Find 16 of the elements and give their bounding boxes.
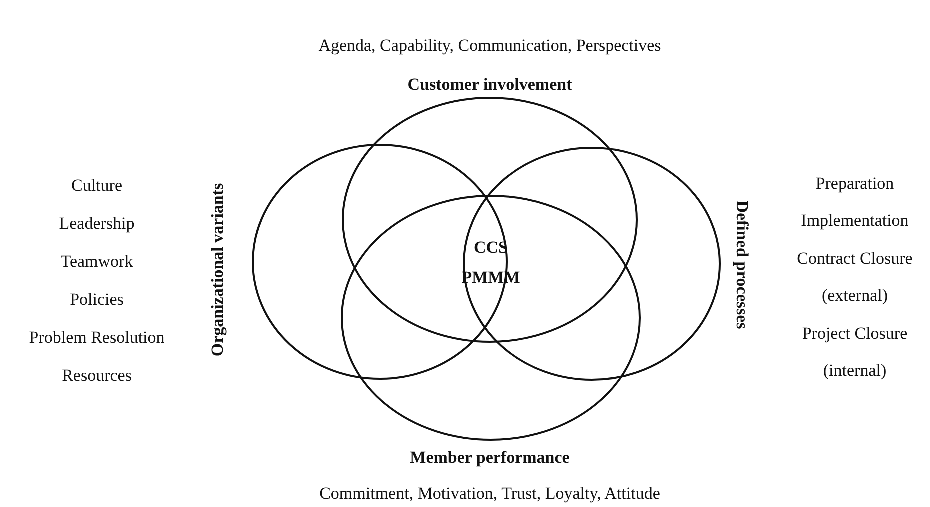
factor-text: Culture: [70, 174, 124, 196]
factor-text: Problem Resolution: [28, 326, 166, 348]
category-heading: Customer involvement: [408, 75, 572, 95]
factor-text: Resources: [61, 364, 133, 386]
factor-text: Implementation: [800, 210, 910, 232]
factor-text: Preparation: [814, 172, 896, 195]
factor-text: Leadership: [58, 212, 136, 235]
factor-text: Commitment, Motivation, Trust, Loyalty, Attitude: [318, 482, 662, 505]
factor-text: Agenda, Capability, Communication, Perspectives: [318, 34, 662, 57]
category-heading: Member performance: [410, 448, 570, 468]
category-heading: Defined processes: [732, 200, 752, 330]
factor-text: Project Closure (internal): [801, 322, 909, 382]
factor-text: Policies: [69, 288, 125, 310]
factor-text: Contract Closure (external): [796, 248, 914, 306]
factor-text: Teamwork: [60, 250, 134, 272]
category-heading: Organizational variants: [208, 183, 228, 357]
